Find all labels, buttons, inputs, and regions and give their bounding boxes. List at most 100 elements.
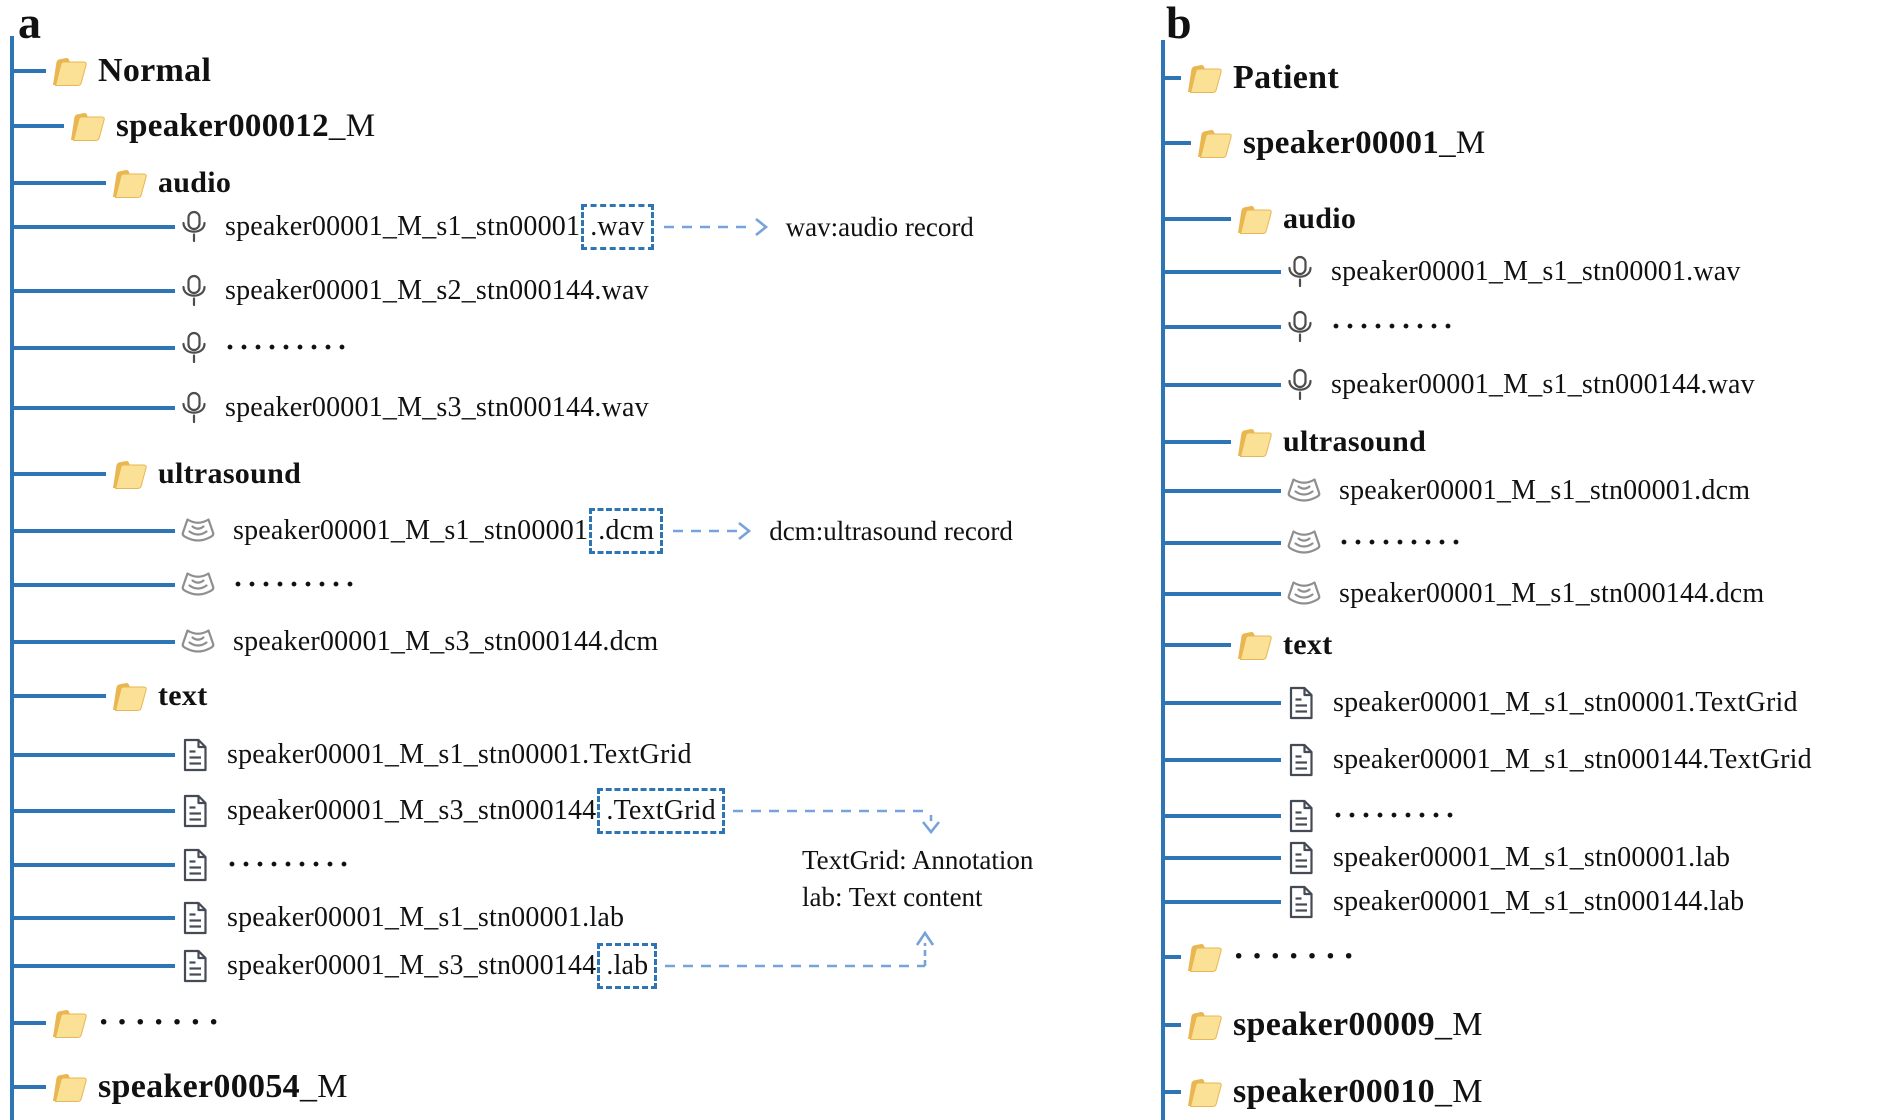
folder-name-main: speaker00054 bbox=[98, 1068, 300, 1105]
folder-name: ultrasound bbox=[158, 457, 301, 491]
tree-branch-line bbox=[10, 809, 175, 813]
tree-b-file-wav-ellipsis: ········· bbox=[1161, 305, 1457, 349]
tree-b-file-lab-1: speaker00001_M_s1_stn00001.lab bbox=[1161, 836, 1730, 880]
folder-name: text bbox=[1283, 628, 1333, 662]
callout-label: dcm:ultrasound record bbox=[769, 515, 1013, 546]
file-name: speaker00001_M_s1_stn000144.dcm bbox=[1339, 578, 1765, 609]
document-icon bbox=[183, 848, 207, 882]
document-icon bbox=[1289, 686, 1313, 720]
folder-icon bbox=[1238, 632, 1272, 660]
tree-b-folder-ellipsis: ······· bbox=[1161, 935, 1361, 979]
tree-a-folder-speaker000012: speaker000012_M bbox=[10, 104, 375, 148]
folder-name: audio bbox=[158, 166, 231, 200]
folder-icon bbox=[1198, 130, 1232, 158]
tree-branch-line bbox=[1161, 643, 1231, 647]
tree-branch-line bbox=[1161, 701, 1281, 705]
tree-a-folder-audio: audio bbox=[10, 161, 231, 205]
microphone-icon bbox=[182, 210, 206, 243]
extension-highlight-box: .wav bbox=[581, 204, 654, 250]
tree-branch-line bbox=[10, 753, 175, 757]
folder-name-main: ultrasound bbox=[1283, 425, 1427, 458]
folder-name-main: speaker00010 bbox=[1233, 1073, 1435, 1110]
tree-branch-line bbox=[10, 346, 175, 350]
folder-name-suffix: _M bbox=[299, 1068, 348, 1105]
tree-b-folder-speaker00010: speaker00010_M bbox=[1161, 1070, 1483, 1114]
tree-branch-line bbox=[1161, 270, 1281, 274]
tree-branch-line bbox=[1161, 1090, 1181, 1094]
file-name: speaker00001_M_s3_stn000144 bbox=[227, 950, 597, 981]
folder-name: audio bbox=[1283, 202, 1356, 236]
tree-a-file-lab-1: speaker00001_M_s1_stn00001.lab bbox=[10, 896, 624, 940]
file-name: speaker00001_M_s1_stn00001.TextGrid bbox=[227, 739, 692, 770]
tree-b-folder-text: text bbox=[1161, 623, 1333, 667]
tree-b-file-dcm-ellipsis: ········· bbox=[1161, 521, 1465, 565]
folder-name-suffix: _M bbox=[1434, 1006, 1483, 1043]
folder-name-main: speaker00009 bbox=[1233, 1006, 1435, 1043]
ellipsis-label: ········· bbox=[233, 568, 360, 601]
tree-a-folder-text: text bbox=[10, 674, 208, 718]
microphone-icon bbox=[1288, 255, 1312, 288]
file-name: speaker00001_M_s1_stn000144.wav bbox=[1331, 369, 1755, 400]
folder-name-suffix: _M bbox=[1439, 124, 1486, 161]
tree-branch-line bbox=[1161, 489, 1281, 493]
textgrid-note-line2: lab: Text content bbox=[802, 882, 983, 912]
tree-branch-line bbox=[1161, 383, 1281, 387]
tree-a-file-dcm-2: speaker00001_M_s3_stn000144.dcm bbox=[10, 620, 658, 664]
ellipsis-label: ········· bbox=[225, 331, 352, 364]
folder-name-main: ultrasound bbox=[158, 457, 302, 490]
folder-icon bbox=[1188, 1079, 1222, 1107]
tree-branch-line bbox=[10, 863, 175, 867]
tree-a-folder-ultrasound: ultrasound bbox=[10, 452, 301, 496]
tree-branch-line bbox=[1161, 1023, 1181, 1027]
tree-b-file-wav-2: speaker00001_M_s1_stn000144.wav bbox=[1161, 363, 1755, 407]
tree-branch-line bbox=[10, 1085, 46, 1089]
tree-branch-line bbox=[1161, 856, 1281, 860]
document-icon bbox=[1289, 885, 1313, 919]
tree-a-file-text-ellipsis: ········· bbox=[10, 843, 353, 887]
textgrid-note: TextGrid: Annotation lab: Text content bbox=[802, 842, 1033, 916]
tree-a-file-dcm-ellipsis: ········· bbox=[10, 563, 359, 607]
file-name: speaker00001_M_s1_stn00001 bbox=[225, 211, 581, 242]
ellipsis-label: ········· bbox=[227, 848, 354, 881]
ellipsis-label: ······· bbox=[98, 1004, 227, 1041]
tree-b-folder-ultrasound: ultrasound bbox=[1161, 420, 1426, 464]
file-name: speaker00001_M_s1_stn000144.lab bbox=[1333, 886, 1745, 917]
tree-a-folder-normal: Normal bbox=[10, 49, 211, 93]
tree-a-file-lab-2: speaker00001_M_s3_stn000144.lab bbox=[10, 930, 937, 989]
tree-branch-line bbox=[10, 181, 106, 185]
tree-b-file-textgrid-2: speaker00001_M_s1_stn000144.TextGrid bbox=[1161, 738, 1812, 782]
tree-branch-line bbox=[1161, 592, 1281, 596]
folder-icon bbox=[113, 461, 147, 489]
panel-b-label: b bbox=[1166, 0, 1192, 48]
tree-b-file-dcm-2: speaker00001_M_s1_stn000144.dcm bbox=[1161, 572, 1764, 616]
tree-branch-line bbox=[10, 694, 106, 698]
folder-icon bbox=[71, 113, 105, 141]
microphone-icon bbox=[1288, 310, 1312, 343]
folder-icon bbox=[1188, 65, 1222, 93]
tree-branch-line bbox=[1161, 900, 1281, 904]
file-name: speaker00001_M_s1_stn000144.TextGrid bbox=[1333, 744, 1812, 775]
ultrasound-icon bbox=[181, 628, 215, 653]
document-icon bbox=[183, 901, 207, 935]
tree-b-file-textgrid-1: speaker00001_M_s1_stn00001.TextGrid bbox=[1161, 681, 1798, 725]
microphone-icon bbox=[182, 274, 206, 307]
tree-branch-line bbox=[10, 916, 175, 920]
tree-b-folder-audio: audio bbox=[1161, 197, 1356, 241]
panel-a-label: a bbox=[18, 0, 41, 48]
tree-branch-line bbox=[10, 964, 175, 968]
folder-icon bbox=[113, 683, 147, 711]
tree-branch-line bbox=[1161, 814, 1281, 818]
tree-a-folder-speaker00054: speaker00054_M bbox=[10, 1065, 348, 1109]
tree-branch-line bbox=[1161, 141, 1191, 145]
file-name: speaker00001_M_s1_stn00001.lab bbox=[227, 902, 625, 933]
extension-highlight-box: .dcm bbox=[589, 508, 664, 554]
tree-branch-line bbox=[1161, 76, 1181, 80]
folder-name: text bbox=[158, 679, 208, 713]
folder-name: Normal bbox=[98, 52, 211, 90]
file-name: speaker00001_M_s3_stn000144 bbox=[227, 795, 597, 826]
ultrasound-icon bbox=[1287, 580, 1321, 605]
tree-b-folder-speaker00009: speaker00009_M bbox=[1161, 1003, 1483, 1047]
folder-name-main: Normal bbox=[98, 52, 212, 89]
